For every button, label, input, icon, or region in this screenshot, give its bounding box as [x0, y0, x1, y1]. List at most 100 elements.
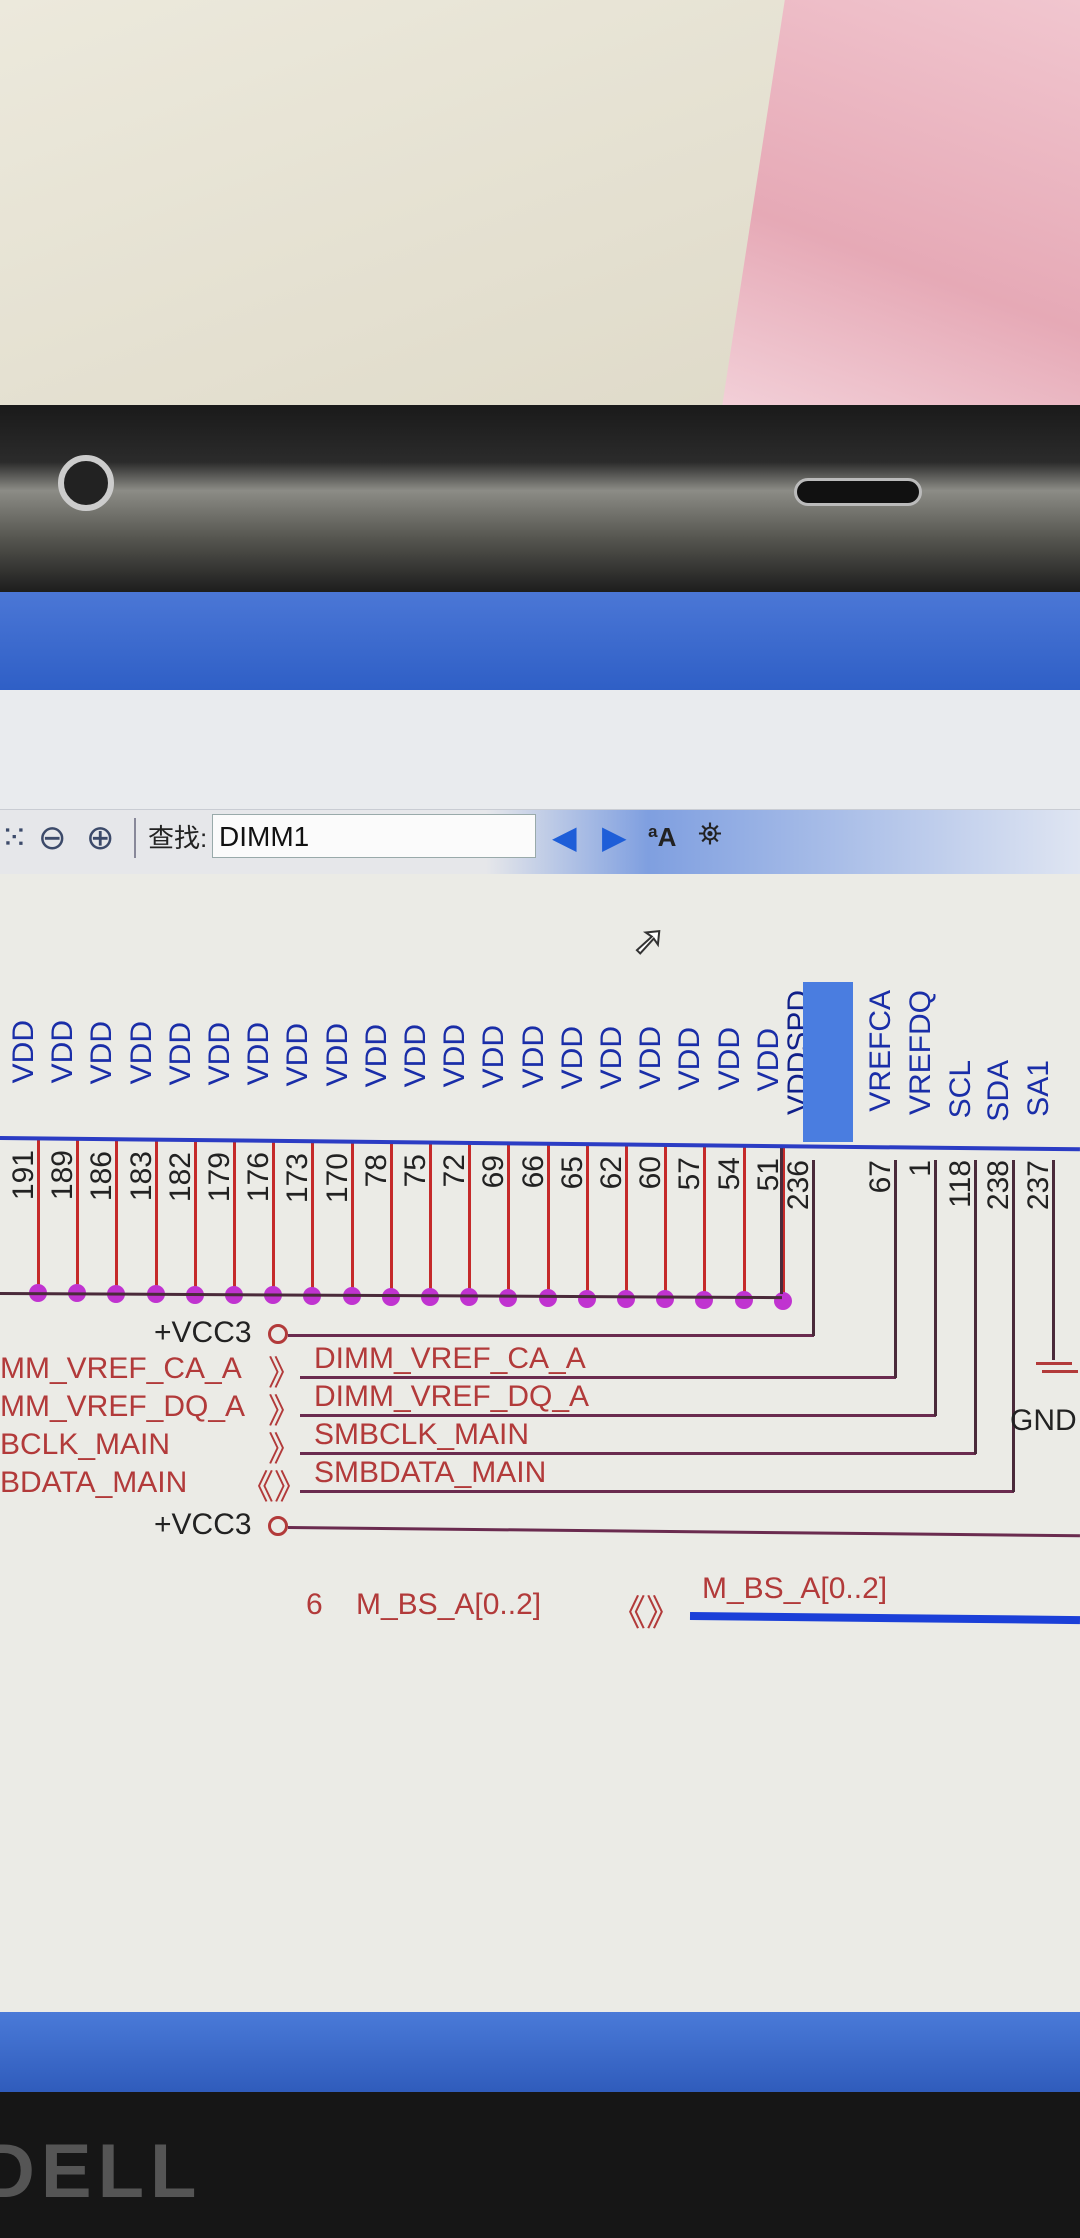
offpage-connector: 》 — [268, 1355, 302, 1393]
pin-wire — [154, 1141, 158, 1294]
pin-wire — [233, 1142, 236, 1294]
pin-name-label: VDD — [516, 1025, 550, 1089]
pin-number-label: 62 — [595, 1156, 628, 1190]
taskbar[interactable] — [0, 2012, 1080, 2102]
zoom-in-icon[interactable]: ⊕ — [86, 819, 115, 857]
bus-label-right: M_BS_A[0..2] — [702, 1572, 888, 1605]
pin-name-label: VDD — [359, 1023, 393, 1087]
find-label: 查找: — [148, 823, 208, 853]
pin-wire — [468, 1144, 472, 1297]
sda-wire — [1012, 1160, 1015, 1492]
pin-name-label: SDA — [982, 1060, 1015, 1122]
match-case-icon[interactable]: ªA — [648, 822, 677, 852]
scl-wire — [974, 1160, 977, 1454]
pin-name-label: VDD — [751, 1027, 785, 1091]
webcam-icon — [58, 455, 114, 511]
toolbar — [0, 810, 1080, 874]
net-label-left: MM_VREF_DQ_A — [0, 1390, 246, 1423]
laptop-bezel-bottom — [0, 2092, 1080, 2238]
junction-dot — [577, 1289, 596, 1308]
net-smbdata — [300, 1490, 1014, 1493]
pin-number-label: 67 — [864, 1160, 897, 1194]
pin-number-label: 118 — [944, 1160, 977, 1208]
vdd-rail-end — [780, 1148, 783, 1294]
pin-name-label: VDD — [673, 1026, 707, 1091]
junction-dot — [538, 1289, 557, 1308]
window-titlebar[interactable] — [0, 592, 1080, 690]
pin-name-label: VDD — [634, 1026, 668, 1090]
find-input[interactable]: DIMM1 — [212, 814, 536, 858]
pin-number-label: 191 — [7, 1150, 40, 1201]
pin-number-label: 170 — [320, 1153, 354, 1204]
pin-number-label: 65 — [555, 1155, 589, 1189]
pin-wire — [742, 1147, 746, 1300]
gnd-label: GND — [1010, 1404, 1077, 1437]
pin-name-label: VDD — [203, 1022, 236, 1086]
pin-name-label: VDD — [595, 1026, 628, 1090]
zoom-out-icon[interactable]: ⊖ — [38, 819, 67, 857]
pin-number-label: 1 — [904, 1160, 937, 1177]
junction-dot — [734, 1291, 753, 1310]
pin-name-label: VREFDQ — [904, 990, 937, 1116]
pin-wire — [115, 1140, 119, 1293]
pin-number-label: 238 — [982, 1160, 1015, 1211]
find-next-icon[interactable]: ▶ — [602, 819, 627, 855]
pin-number-label: 237 — [1022, 1160, 1055, 1211]
pin-number-label: 189 — [46, 1150, 80, 1201]
binoculars-icon[interactable]: ⛯ — [698, 818, 722, 851]
pin-wire — [272, 1142, 276, 1295]
net-vref-dq — [300, 1414, 936, 1417]
pin-wire — [193, 1141, 197, 1294]
pin-wire — [664, 1146, 668, 1299]
pin-name-label: VDD — [7, 1020, 40, 1084]
pin-number-label: 66 — [516, 1155, 550, 1189]
vcc3-top-port — [268, 1324, 288, 1344]
pin-name-label: VDD — [399, 1024, 432, 1088]
pin-number-label: 236 — [782, 1160, 815, 1211]
pin-wire — [507, 1144, 511, 1297]
find-previous-icon[interactable]: ◀ — [552, 819, 577, 855]
pin-name-label: VDD — [281, 1022, 315, 1087]
net-label-left: BDATA_MAIN — [0, 1466, 188, 1499]
vrefdq-wire — [934, 1160, 937, 1416]
ground-icon — [1036, 1362, 1072, 1365]
pin-number-label: 182 — [163, 1151, 197, 1202]
fit-icon[interactable]: ⁙ — [0, 819, 29, 857]
net-smbclk — [300, 1452, 976, 1455]
net-label-right: DIMM_VREF_CA_A — [314, 1342, 586, 1375]
menu-area — [0, 690, 1080, 810]
pin-wire — [781, 1147, 785, 1300]
pin-name-label: VDD — [163, 1021, 197, 1085]
vddspd-highlight — [803, 982, 853, 1142]
pin-number-label: 176 — [242, 1152, 276, 1203]
pin-wire — [625, 1146, 628, 1298]
pin-name-label: VDD — [124, 1021, 158, 1085]
vcc3-bottom-port — [268, 1516, 288, 1536]
pin-name-label: VDD — [555, 1025, 589, 1089]
bidirectional-connector: 《》 — [240, 1469, 308, 1507]
net-label-right: SMBCLK_MAIN — [314, 1418, 530, 1451]
pin-name-label: VDD — [85, 1020, 119, 1085]
net-vref-ca — [300, 1376, 896, 1379]
pin-number-label: 183 — [124, 1151, 158, 1202]
junction-dot — [499, 1288, 518, 1307]
pin-number-label: 60 — [634, 1156, 668, 1190]
junction-dot — [773, 1291, 792, 1310]
pin-number-label: 54 — [712, 1157, 746, 1191]
pin-name-label: VDD — [242, 1022, 276, 1086]
vddspd-wire — [812, 1160, 815, 1336]
pin-wire — [703, 1146, 707, 1299]
pin-number-label: 173 — [281, 1152, 315, 1203]
pin-wire — [311, 1142, 315, 1295]
pin-name-label: VDD — [46, 1020, 80, 1084]
pin-number-label: 69 — [477, 1154, 511, 1189]
pin-number-label: 78 — [359, 1153, 393, 1187]
pin-number-label: 179 — [203, 1152, 236, 1203]
pin-name-label: SCL — [944, 1060, 977, 1119]
net-label-right: DIMM_VREF_DQ_A — [314, 1380, 590, 1413]
vcc3-top-label: +VCC3 — [154, 1316, 252, 1349]
net-label-left: BCLK_MAIN — [0, 1428, 171, 1461]
pin-name-label: VDD — [712, 1027, 746, 1091]
sa1-wire — [1052, 1160, 1055, 1360]
pin-wire — [585, 1145, 589, 1298]
